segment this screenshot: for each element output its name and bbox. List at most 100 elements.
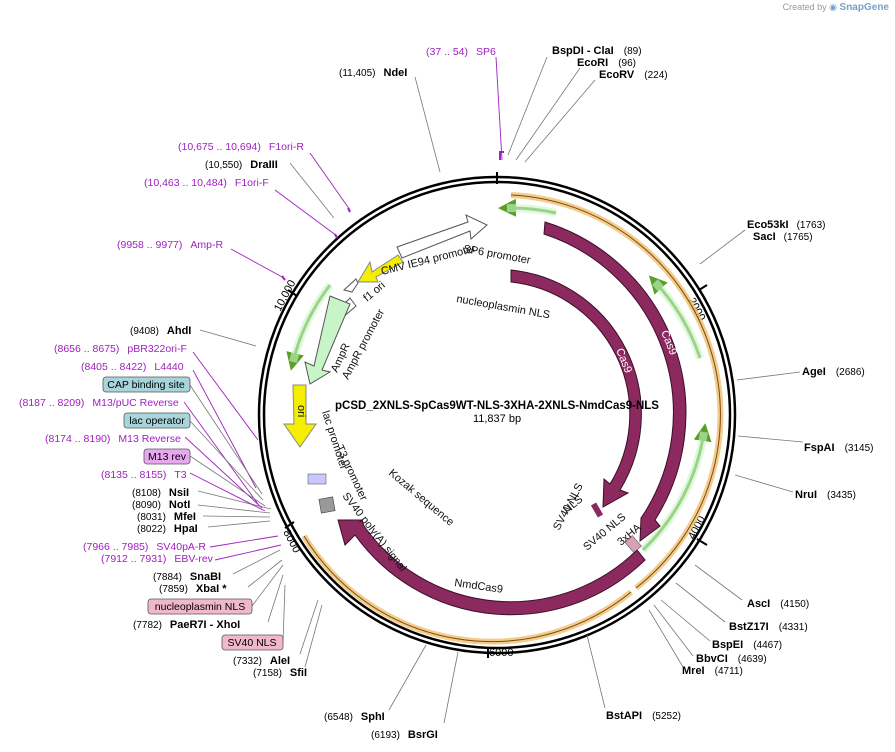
enzyme-hpai: HpaI	[174, 523, 198, 535]
primer-ebv-rev: EBV-rev	[174, 553, 213, 565]
svg-text:MreI(4711): MreI(4711)	[682, 665, 743, 677]
enzyme-sphi: SphI	[361, 711, 385, 723]
enzyme-asci: AscI	[747, 598, 770, 610]
svg-text:(9958 .. 9977)Amp-R: (9958 .. 9977)Amp-R	[117, 239, 223, 251]
enzyme-alei: AleI	[270, 655, 290, 667]
svg-text:(8031)MfeI: (8031)MfeI	[137, 511, 196, 523]
yellow-arrows	[283, 254, 404, 448]
enzyme-bstz17i: BstZ17I	[729, 621, 769, 633]
cas9-arcs	[337, 221, 687, 616]
plasmid-size: 11,837 bp	[473, 413, 521, 425]
cas9-outer-arc	[543, 221, 687, 543]
feature-f1-ori: f1 ori	[361, 279, 387, 304]
primer-f1ori-f: F1ori-F	[235, 177, 269, 189]
light-green-glow	[289, 203, 708, 553]
grey-box	[318, 496, 336, 514]
svg-text:(8022)HpaI: (8022)HpaI	[137, 523, 198, 535]
svg-text:BstZ17I(4331): BstZ17I(4331)	[729, 621, 808, 633]
feature-nucleoplasmin-nls: nucleoplasmin NLS	[455, 293, 550, 321]
svg-text:(8187 .. 8209)M13/pUC Reverse: (8187 .. 8209)M13/pUC Reverse	[19, 397, 179, 409]
credit-brand: SnapGene	[839, 2, 889, 13]
small-features	[307, 473, 642, 553]
snapgene-credit: Created by ◉ SnapGene	[783, 2, 889, 13]
svg-text:(8656 .. 8675)pBR322ori-F: (8656 .. 8675)pBR322ori-F	[54, 343, 187, 355]
box-leader-lines	[189, 384, 286, 643]
primer-pbr322ori-f: pBR322ori-F	[127, 343, 187, 355]
svg-text:(7782)PaeR7I - XhoI: (7782)PaeR7I - XhoI	[133, 619, 240, 631]
sv40-nls-box-label	[221, 634, 284, 651]
operator-stripes	[307, 473, 327, 485]
svg-text:BspDI - ClaI(89): BspDI - ClaI(89)	[552, 45, 642, 57]
svg-text:BbvCI(4639): BbvCI(4639)	[696, 653, 767, 665]
svg-text:SacI(1765): SacI(1765)	[753, 231, 813, 243]
svg-text:(7158)SfiI: (7158)SfiI	[253, 667, 307, 679]
sv40-nls-label: SV40 NLS	[227, 637, 276, 649]
cas9-inner-arc	[510, 269, 642, 508]
lac-operator-box	[123, 412, 191, 429]
svg-text:(7966 .. 7985)SV40pA-R: (7966 .. 7985)SV40pA-R	[83, 541, 206, 553]
svg-text:(11,405)NdeI: (11,405)NdeI	[339, 67, 407, 79]
enzyme-snabi: SnaBI	[190, 571, 221, 583]
f1-ori-arrow	[357, 254, 404, 283]
enzyme-bsrgi: BsrGI	[408, 729, 438, 741]
feature-kozak: Kozak sequence	[386, 467, 456, 528]
sv40-nls-box	[590, 502, 604, 518]
enzyme-bspei: BspEI	[712, 639, 743, 651]
nmdcas9-arc	[337, 519, 646, 616]
svg-text:(7912 .. 7931)EBV-rev: (7912 .. 7931)EBV-rev	[101, 553, 214, 565]
svg-text:FspAI(3145): FspAI(3145)	[804, 442, 873, 454]
feature-ori: ori	[295, 405, 307, 417]
svg-text:Eco53kI(1763): Eco53kI(1763)	[747, 219, 826, 231]
snapgene-logo-icon: ◉	[829, 2, 838, 12]
credit-prefix: Created by	[782, 2, 827, 12]
enzyme-ecorv: EcoRV	[599, 69, 635, 81]
cmv-arrow	[396, 214, 488, 259]
enzyme-mfei: MfeI	[174, 511, 196, 523]
svg-text:BstAPI(5252): BstAPI(5252)	[606, 710, 681, 722]
svg-text:EcoRV(224): EcoRV(224)	[599, 69, 668, 81]
svg-text:(8405 .. 8422)L4440: (8405 .. 8422)L4440	[81, 361, 184, 373]
enzyme-agei: AgeI	[802, 366, 826, 378]
primer-l4440: L4440	[154, 361, 183, 373]
svg-text:(6193)BsrGI: (6193)BsrGI	[371, 729, 438, 741]
svg-text:AscI(4150): AscI(4150)	[747, 598, 809, 610]
enzyme-ahdi: AhdI	[167, 325, 191, 337]
cap-binding-site-box	[102, 376, 191, 393]
plasmid-name: pCSD_2XNLS-SpCas9WT-NLS-3XHA-2XNLS-NmdCa…	[335, 400, 659, 412]
tick-10000	[287, 289, 298, 297]
svg-text:NruI(3435): NruI(3435)	[795, 489, 856, 501]
svg-text:AgeI(2686): AgeI(2686)	[802, 366, 865, 378]
tick-4000	[696, 538, 708, 546]
boxed-labels: CAP binding site lac operator M13 rev nu…	[102, 376, 284, 651]
primer-m13-reverse: M13 Reverse	[118, 433, 181, 445]
enzyme-saci: SacI	[753, 231, 776, 243]
svg-text:EcoRI(96): EcoRI(96)	[577, 57, 636, 69]
3xha-box	[624, 535, 642, 553]
primer-sp6-range: (37 .. 54)	[426, 46, 468, 58]
ampr-arrow	[304, 295, 351, 385]
enzyme-bbvci: BbvCI	[696, 653, 728, 665]
svg-text:(10,463 .. 10,484)F1ori-F: (10,463 .. 10,484)F1ori-F	[144, 177, 269, 189]
primer-sp6: SP6	[476, 46, 496, 58]
svg-text:(8090)NotI: (8090)NotI	[132, 499, 190, 511]
enzyme-ecori: EcoRI	[577, 57, 608, 69]
enzyme-bspdi: BspDI	[552, 45, 584, 57]
svg-text:(6548)SphI: (6548)SphI	[324, 711, 385, 723]
enzyme-draiii: DraIII	[250, 159, 278, 171]
primer-markers	[281, 151, 504, 281]
svg-text:(8174 .. 8190)M13 Reverse: (8174 .. 8190)M13 Reverse	[45, 433, 181, 445]
enzyme-nsii: NsiI	[169, 487, 189, 499]
svg-text:(9408)AhdI: (9408)AhdI	[130, 325, 191, 337]
sp6-small-arrow	[342, 278, 359, 293]
tick-marks	[284, 172, 708, 658]
svg-text:(7884)SnaBI: (7884)SnaBI	[153, 571, 221, 583]
m13-rev-box	[143, 448, 191, 465]
cap-binding-site-label: CAP binding site	[107, 379, 185, 391]
svg-text:(8135 .. 8155)T3: (8135 .. 8155)T3	[101, 469, 187, 481]
feature-nmdcas9: NmdCas9	[454, 577, 504, 596]
m13-rev-label: M13 rev	[148, 451, 187, 463]
feature-nls: NLS	[561, 493, 585, 516]
ori-arrow	[283, 384, 317, 448]
enzyme-fspai: FspAI	[804, 442, 835, 454]
enzyme-nrui: NruI	[795, 489, 817, 501]
